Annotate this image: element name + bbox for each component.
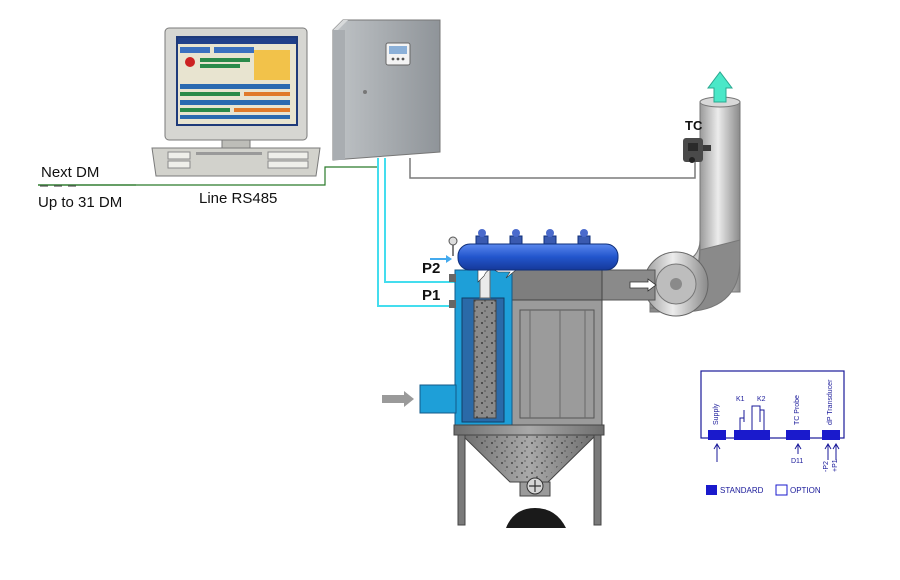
air-manifold (430, 229, 619, 271)
legend-option-swatch (775, 484, 788, 496)
legend-standard-label: STANDARD (720, 486, 764, 495)
temperature-sensor-icon (683, 138, 711, 163)
hopper (453, 424, 605, 528)
tc-signal-cable (409, 158, 696, 179)
p1-port-label: +P1 (832, 459, 839, 472)
p2-label: P2 (422, 260, 441, 277)
legend-standard-swatch (706, 485, 717, 495)
control-cabinet-icon (332, 19, 441, 161)
legend-option-label: OPTION (790, 486, 821, 495)
filter-chamber (449, 261, 517, 426)
pneumatic-lines (377, 158, 455, 307)
k1-label: K1 (736, 396, 745, 403)
dp-transducer-label: dP Transducer (827, 379, 834, 425)
exhaust-arrow-icon (707, 71, 733, 103)
p2-port-label: -P2 (823, 461, 830, 472)
line-label: Line RS485 (199, 190, 278, 207)
tc-label: TC (685, 118, 703, 133)
up-to-label: Up to 31 DM (38, 194, 123, 211)
tc-probe-label: TC Probe (794, 395, 801, 425)
outlet-duct (594, 269, 657, 301)
computer-monitor-icon (151, 27, 321, 177)
p1-label: P1 (422, 287, 441, 304)
collector-housing (511, 269, 603, 426)
terminal-panel (700, 370, 845, 462)
supply-label: Supply (713, 403, 720, 425)
inlet-arrow-icon (382, 391, 414, 407)
k2-label: K2 (757, 396, 766, 403)
next-dm-label: Next DM (41, 164, 100, 181)
inlet-duct (419, 384, 457, 414)
fan-icon (643, 251, 709, 317)
d11-label: D11 (791, 458, 804, 465)
